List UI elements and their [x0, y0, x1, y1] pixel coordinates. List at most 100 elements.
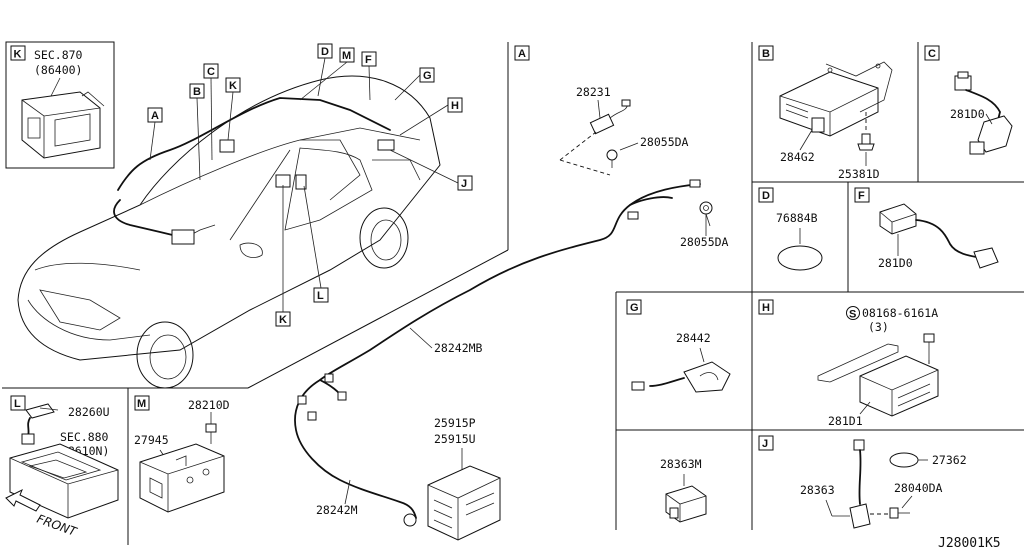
label-76884B: 76884B — [776, 211, 818, 225]
sensor-28260U-drawing — [21, 403, 59, 445]
bolt-28210D-drawing — [205, 412, 217, 444]
label-08168-6161A: 08168-6161A — [862, 306, 938, 320]
label-28442: 28442 — [676, 331, 711, 345]
svg-text:L: L — [317, 290, 324, 302]
panel-f: F 281D0 — [854, 187, 999, 270]
callout-j: J — [389, 149, 473, 191]
label-281D0-c: 281D0 — [950, 107, 985, 121]
callout-k-bottom: K — [275, 185, 291, 327]
label-28242M: 28242M — [316, 503, 358, 517]
bolt-28040DA-drawing — [870, 507, 910, 519]
sensor-281D0-c-drawing — [954, 71, 1013, 155]
bolt-symbol-circle — [846, 306, 860, 320]
pad-27362-drawing — [889, 452, 919, 468]
module-284G2-drawing — [779, 61, 893, 137]
svg-text:F: F — [365, 54, 372, 66]
panel-frames — [2, 41, 1024, 545]
callout-k-top: K — [225, 77, 241, 141]
label-25915U: 25915U — [434, 432, 476, 446]
callout-l: L — [303, 185, 329, 303]
bolt-symbol: S — [849, 309, 856, 321]
panel-j-tag: J — [762, 438, 768, 450]
pad-76884B-drawing — [777, 245, 823, 271]
label-28055DA-lower: 28055DA — [680, 235, 729, 249]
sensor-281D0-f-drawing — [879, 203, 999, 269]
label-281D0-f: 281D0 — [878, 256, 913, 270]
callout-h: H — [399, 97, 463, 136]
label-28210D: 28210D — [188, 398, 230, 412]
svg-text:A: A — [151, 110, 159, 122]
antenna-28442-drawing — [631, 361, 731, 393]
svg-text:K: K — [279, 314, 287, 326]
label-27362: 27362 — [932, 453, 967, 467]
callout-m: M — [299, 47, 355, 101]
panel-k-tag: K — [14, 49, 22, 61]
svg-text:J: J — [461, 178, 467, 190]
label-28040DA: 28040DA — [894, 481, 943, 495]
callout-b: B — [189, 83, 205, 181]
label-28363: 28363 — [800, 483, 835, 497]
svg-text:B: B — [193, 86, 201, 98]
panel-h-tag: H — [762, 302, 770, 314]
callout-a: A — [147, 107, 163, 161]
panel-m: M 28210D 27945 — [134, 395, 230, 513]
svg-text:C: C — [207, 66, 215, 78]
label-281D1: 281D1 — [828, 414, 863, 428]
label-28055DA-upper: 28055DA — [640, 135, 689, 149]
panel-c-tag: C — [928, 48, 936, 60]
label-28260U: 28260U — [68, 405, 110, 419]
panel-b-tag: B — [762, 48, 770, 60]
callout-g: G — [394, 67, 435, 101]
panel-g-tag: G — [630, 302, 639, 314]
svg-text:M: M — [342, 50, 351, 62]
nut-25381D-drawing — [857, 112, 875, 151]
panel-d-tag: D — [762, 190, 770, 202]
label-284G2: 284G2 — [780, 150, 815, 164]
panel-a-tag: A — [518, 48, 526, 60]
bracket-27945-drawing — [139, 443, 225, 513]
harness-28242MB — [294, 183, 701, 519]
callout-f: F — [361, 51, 377, 101]
module-281D1-drawing — [817, 343, 939, 417]
vehicle-drawing — [17, 75, 441, 389]
panel-g: G 28442 — [626, 299, 731, 393]
panel-l: L 28260U SEC.880 (88610N) FRONT — [5, 395, 119, 539]
panel-f-tag: F — [858, 190, 865, 202]
unit-25915-drawing — [403, 465, 501, 541]
svg-text:K: K — [229, 80, 237, 92]
diagram-code: J28001K5 — [938, 536, 1001, 551]
panel-a-tag-box — [514, 45, 530, 61]
panel-k-sec-code: (86400) — [34, 63, 82, 77]
front-arrow-icon — [5, 488, 41, 512]
label-bolt-qty: (3) — [868, 320, 889, 334]
label-25381D: 25381D — [838, 167, 880, 181]
panel-m-tag: M — [137, 398, 146, 410]
panel-28363M: 28363M — [660, 457, 707, 523]
panel-c: C 281D0 — [924, 45, 1013, 155]
connector-28231-drawing — [589, 99, 631, 135]
panel-b: B 284G2 25381D — [758, 45, 893, 181]
panel-j: J 27362 28363 28040DA — [758, 435, 967, 529]
label-25915P: 25915P — [434, 416, 476, 430]
svg-text:G: G — [423, 70, 432, 82]
sensor-28363-drawing — [849, 439, 871, 529]
clip-upper-drawing — [606, 149, 618, 168]
panel-l-tag: L — [14, 398, 21, 410]
svg-text:H: H — [451, 100, 459, 112]
label-27945: 27945 — [134, 433, 169, 447]
svg-text:D: D — [321, 46, 329, 58]
panel-k-tag-box — [10, 45, 26, 61]
label-28363M: 28363M — [660, 457, 702, 471]
module-28363M-drawing — [665, 485, 707, 523]
panel-a: A 28231 28055DA 28055DA — [294, 45, 729, 541]
label-28242MB: 28242MB — [434, 341, 483, 355]
panel-h: H S 08168-6161A (3) 281D1 — [758, 299, 939, 428]
panel-k-sec-label: SEC.870 — [34, 48, 83, 62]
callout-c: C — [203, 63, 219, 161]
panel-d: D 76884B — [758, 187, 823, 271]
callout-d: D — [317, 43, 333, 97]
module-86400-drawing — [21, 91, 105, 159]
label-sec-880: SEC.880 — [60, 430, 109, 444]
label-28231: 28231 — [576, 85, 611, 99]
